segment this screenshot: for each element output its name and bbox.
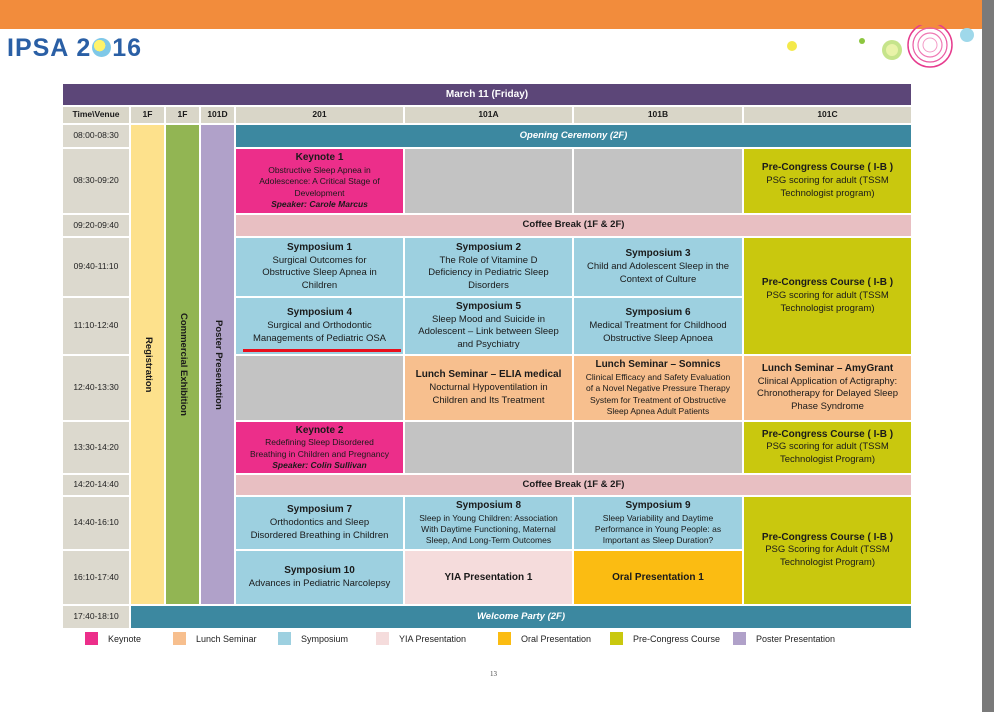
header-101b: 101B xyxy=(573,106,743,124)
logo-text-right: 16 xyxy=(112,34,143,62)
oral-presentation-1: Oral Presentation 1 xyxy=(573,550,743,605)
time-slot: 13:30-14:20 xyxy=(62,421,130,474)
pre-congress-course-3: Pre-Congress Course ( I-B )PSG scoring f… xyxy=(743,421,912,474)
legend: Keynote Lunch Seminar Symposium YIA Pres… xyxy=(85,632,885,648)
header-101c: 101C xyxy=(743,106,912,124)
logo-text-left: IPSA 2 xyxy=(7,34,92,62)
viewer-scrollbar[interactable] xyxy=(982,0,994,712)
legend-swatch xyxy=(376,632,389,645)
legend-swatch xyxy=(85,632,98,645)
empty-slot xyxy=(573,148,743,214)
header-201: 201 xyxy=(235,106,404,124)
opening-ceremony: Opening Ceremony (2F) xyxy=(235,124,912,148)
empty-slot xyxy=(404,148,573,214)
header-orange-bar xyxy=(0,0,982,29)
legend-swatch xyxy=(610,632,623,645)
time-slot: 11:10-12:40 xyxy=(62,297,130,355)
legend-item-pre-congress-course: Pre-Congress Course xyxy=(610,632,720,645)
coffee-break-1: Coffee Break (1F & 2F) xyxy=(235,214,912,237)
time-slot: 14:20-14:40 xyxy=(62,474,130,496)
commercial-exhibition-column: Commercial Exhibition xyxy=(165,124,200,605)
welcome-party: Welcome Party (2F) xyxy=(130,605,912,629)
page-number: 13 xyxy=(490,670,497,678)
decorative-circles-icon xyxy=(787,25,974,68)
header-101a: 101A xyxy=(404,106,573,124)
header-1f-a: 1F xyxy=(130,106,165,124)
red-underline xyxy=(243,349,401,352)
legend-item-yia-presentation: YIA Presentation xyxy=(376,632,466,645)
empty-slot xyxy=(404,421,573,474)
pre-congress-course-1: Pre-Congress Course ( I-B )PSG scoring f… xyxy=(743,148,912,214)
legend-item-oral-presentation: Oral Presentation xyxy=(498,632,591,645)
registration-column: Registration xyxy=(130,124,165,605)
time-slot: 14:40-16:10 xyxy=(62,496,130,550)
empty-slot xyxy=(235,355,404,421)
legend-swatch xyxy=(498,632,511,645)
time-slot: 16:10-17:40 xyxy=(62,550,130,605)
time-slot: 09:20-09:40 xyxy=(62,214,130,237)
empty-slot xyxy=(573,421,743,474)
time-slot: 17:40-18:10 xyxy=(62,605,130,629)
poster-presentation-column: Poster Presentation xyxy=(200,124,235,605)
legend-swatch xyxy=(278,632,291,645)
time-slot: 09:40-11:10 xyxy=(62,237,130,297)
header-1f-b: 1F xyxy=(165,106,200,124)
time-slot: 12:40-13:30 xyxy=(62,355,130,421)
pre-congress-course-4: Pre-Congress Course ( I-B )PSG Scoring f… xyxy=(743,496,912,605)
header-101d: 101D xyxy=(200,106,235,124)
day-title: March 11 (Friday) xyxy=(62,83,912,106)
schedule-table: March 11 (Friday) Time\Venue 1F 1F 101D … xyxy=(62,83,912,629)
time-slot: 08:00-08:30 xyxy=(62,124,130,148)
keynote-1: Keynote 1 Obstructive Sleep Apnea in Ado… xyxy=(235,148,404,214)
legend-swatch xyxy=(733,632,746,645)
globe-icon xyxy=(92,38,112,57)
yia-presentation-1: YIA Presentation 1 xyxy=(404,550,573,605)
legend-item-lunch-seminar: Lunch Seminar xyxy=(173,632,257,645)
legend-item-poster-presentation: Poster Presentation xyxy=(733,632,835,645)
pre-congress-course-2: Pre-Congress Course ( I-B )PSG scoring f… xyxy=(743,237,912,355)
legend-item-keynote: Keynote xyxy=(85,632,141,645)
time-slot: 08:30-09:20 xyxy=(62,148,130,214)
legend-item-symposium: Symposium xyxy=(278,632,348,645)
legend-swatch xyxy=(173,632,186,645)
header-time-venue: Time\Venue xyxy=(62,106,130,124)
coffee-break-2: Coffee Break (1F & 2F) xyxy=(235,474,912,496)
ipsa-logo: IPSA 2 16 xyxy=(7,34,142,63)
